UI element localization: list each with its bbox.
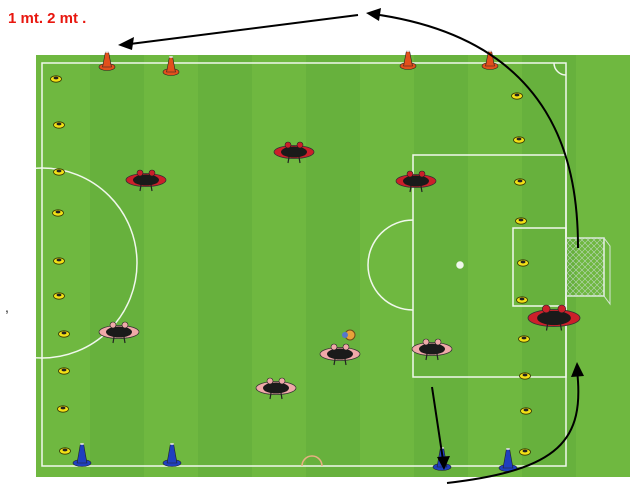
marker-dome-icon xyxy=(59,368,70,374)
goal-net-icon xyxy=(566,238,610,304)
grass-stripe xyxy=(198,55,252,477)
arrowhead-top-left-icon xyxy=(118,37,134,50)
marker-dome-icon xyxy=(54,258,65,264)
marker-dome-icon xyxy=(516,218,527,224)
arrow-top-straight xyxy=(130,15,358,44)
grass-field xyxy=(36,55,630,477)
grass-stripe xyxy=(306,55,360,477)
marker-dome-icon xyxy=(60,448,71,454)
marker-dome-icon xyxy=(518,260,529,266)
marker-dome-icon xyxy=(517,297,528,303)
marker-dome-icon xyxy=(51,76,62,82)
penalty-spot xyxy=(457,262,463,268)
marker-dome-icon xyxy=(515,179,526,185)
marker-dome-icon xyxy=(519,336,530,342)
marker-dome-icon xyxy=(53,210,64,216)
marker-dome-icon xyxy=(512,93,523,99)
marker-dome-icon xyxy=(54,293,65,299)
distance-label: 1 mt. 2 mt . xyxy=(8,10,86,27)
marker-dome-icon xyxy=(54,169,65,175)
marker-dome-icon xyxy=(520,449,531,455)
marker-dome-icon xyxy=(59,331,70,337)
marker-dome-icon xyxy=(54,122,65,128)
grass-stripe xyxy=(90,55,144,477)
marker-dome-icon xyxy=(514,137,525,143)
marker-dome-icon xyxy=(520,373,531,379)
arrowhead-top-right-icon xyxy=(366,8,381,21)
stray-mark: , xyxy=(5,299,9,315)
marker-dome-icon xyxy=(58,406,69,412)
marker-dome-icon xyxy=(521,408,532,414)
